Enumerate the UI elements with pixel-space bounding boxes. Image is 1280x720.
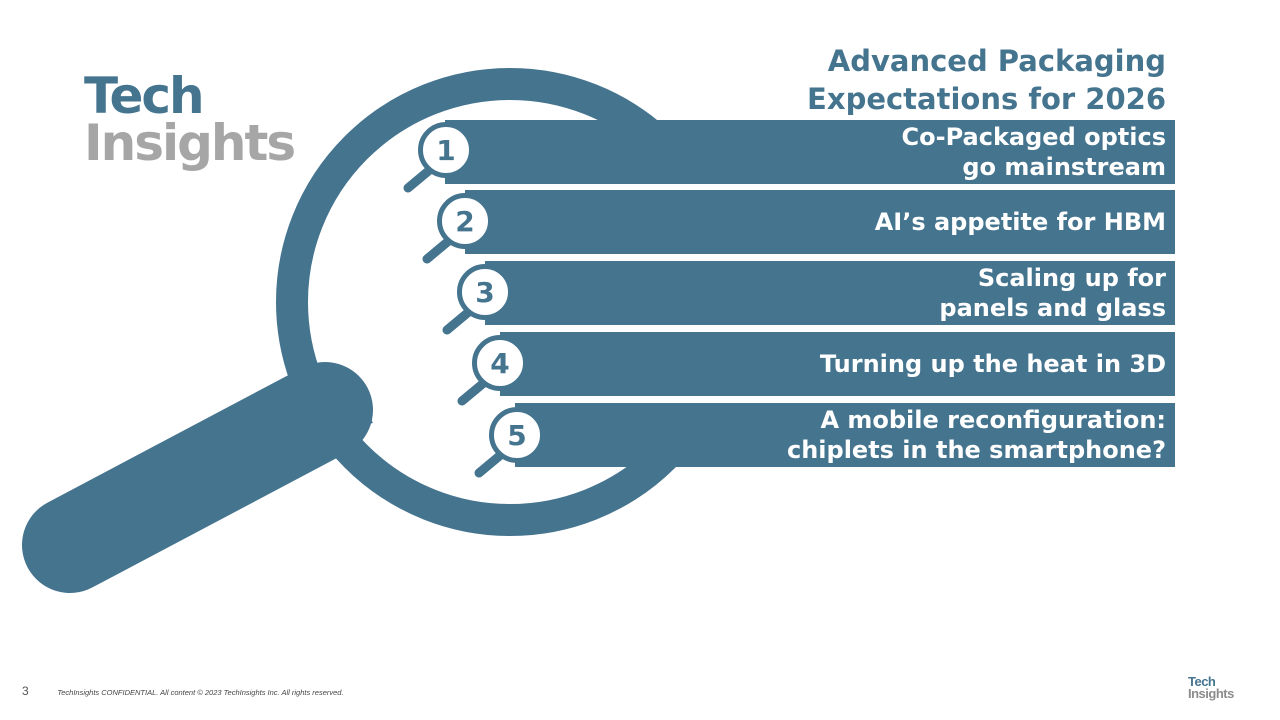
item-bars [445, 120, 1175, 467]
item-1-line-1: Co-Packaged optics [901, 123, 1166, 151]
footer-logo: Tech Insights [1188, 674, 1234, 701]
bar-3 [485, 261, 1175, 325]
item-5-number-badge: 5 [489, 407, 545, 463]
logo-line-1: Tech [84, 67, 205, 125]
item-3-number-badge: 3 [457, 264, 513, 320]
item-5-line-1: A mobile reconfiguration: [820, 406, 1166, 434]
title-line-1: Advanced Packaging [827, 44, 1166, 78]
item-3-number: 3 [475, 275, 495, 309]
item-5-text: A mobile reconfiguration: chiplets in th… [726, 403, 1166, 467]
bar-1 [445, 120, 1175, 184]
item-1-number: 1 [436, 133, 456, 167]
item-3-line-1: Scaling up for [977, 264, 1166, 292]
item-3-text: Scaling up for panels and glass [726, 261, 1166, 325]
item-4-number: 4 [490, 346, 510, 380]
item-2-number: 2 [455, 204, 475, 238]
bar-5 [515, 403, 1175, 467]
footer-logo-line-2: Insights [1188, 686, 1234, 701]
item-5-number: 5 [507, 418, 527, 452]
page-number: 3 [22, 684, 29, 698]
slide-title: Advanced Packaging Expectations for 2026 [746, 42, 1166, 118]
item-4-text: Turning up the heat in 3D [726, 332, 1166, 396]
item-1-number-badge: 1 [418, 122, 474, 178]
title-line-2: Expectations for 2026 [807, 82, 1166, 116]
item-1-line-2: go mainstream [962, 153, 1166, 181]
item-5-line-2: chiplets in the smartphone? [786, 436, 1166, 464]
item-2-line-1: AI’s appetite for HBM [874, 208, 1166, 236]
footer: 3 TechInsights CONFIDENTIAL. All content… [22, 684, 344, 698]
confidentiality-notice: TechInsights CONFIDENTIAL. All content ©… [57, 688, 344, 697]
item-4-number-badge: 4 [472, 335, 528, 391]
logo-line-2: Insights [84, 114, 296, 172]
item-2-text: AI’s appetite for HBM [726, 190, 1166, 254]
bar-2 [465, 190, 1175, 254]
item-3-line-2: panels and glass [939, 294, 1166, 322]
item-4-line-1: Turning up the heat in 3D [819, 350, 1166, 378]
bar-4 [500, 332, 1175, 396]
techinsights-logo: Tech Insights [84, 67, 296, 172]
item-1-text: Co-Packaged optics go mainstream [726, 120, 1166, 184]
footer-logo-line-1: Tech [1188, 674, 1216, 689]
item-2-number-badge: 2 [437, 193, 493, 249]
bar-separators [440, 184, 1180, 403]
